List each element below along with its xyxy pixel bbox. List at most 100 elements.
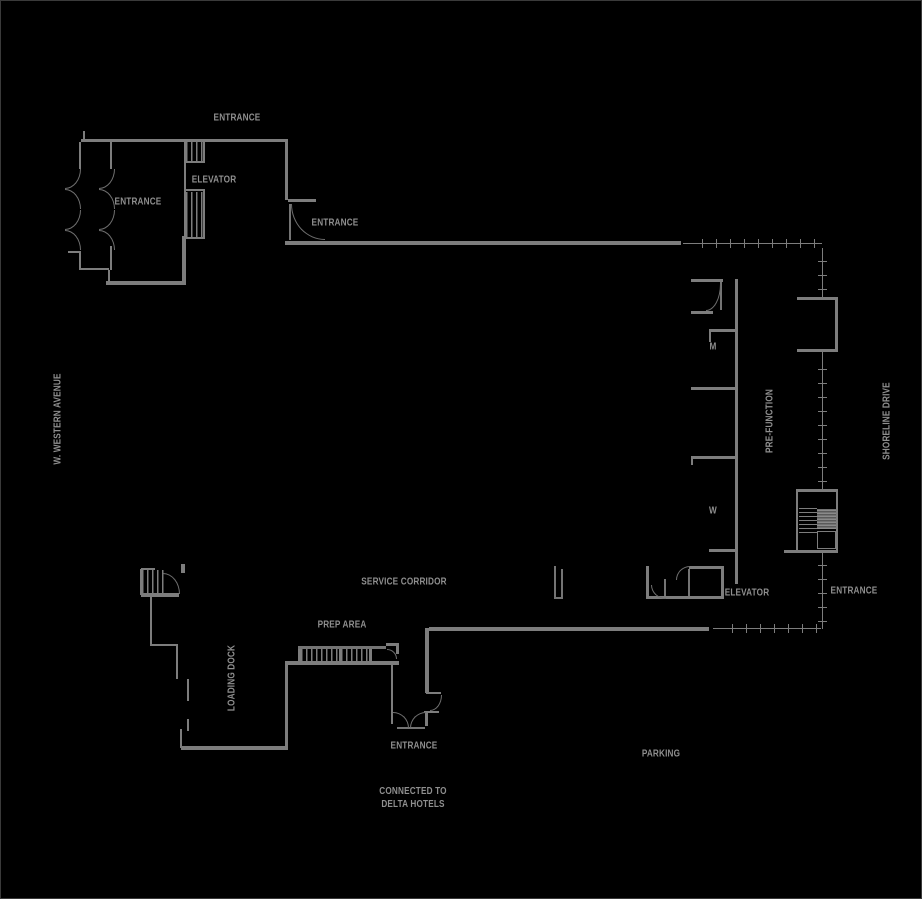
wall — [339, 649, 342, 661]
door-swing — [393, 712, 409, 728]
boundary-tick-line — [818, 352, 827, 489]
wall — [182, 236, 186, 285]
door-swing — [430, 695, 442, 711]
label-loading-dock: LOADING DOCK — [226, 644, 238, 712]
label-western-avenue: W. WESTERN AVENUE — [52, 373, 64, 465]
label-elevator-north: ELEVATOR — [191, 174, 237, 186]
wall — [110, 142, 112, 169]
wall — [83, 131, 85, 141]
wall — [735, 279, 738, 584]
wall — [285, 142, 288, 200]
wall — [836, 489, 838, 553]
label-shoreline-drive: SHORELINE DRIVE — [881, 382, 893, 460]
wall — [689, 566, 724, 569]
wall — [709, 332, 711, 342]
label-entrance-east: ENTRANCE — [830, 585, 878, 597]
wall — [108, 270, 110, 282]
wall — [285, 241, 681, 245]
wall — [688, 569, 690, 596]
wall — [784, 550, 838, 553]
wall — [187, 679, 189, 701]
stairs-hatch — [186, 192, 203, 237]
wall — [187, 719, 189, 731]
wall — [68, 251, 81, 253]
door-swing — [65, 189, 81, 209]
wall — [396, 646, 399, 654]
wall — [181, 746, 288, 750]
wall — [424, 711, 439, 713]
door-swing — [65, 169, 81, 189]
door-swing — [410, 712, 426, 728]
wall — [298, 646, 386, 649]
label-entrance-northeast: ENTRANCE — [311, 217, 359, 229]
wall — [721, 569, 724, 596]
label-connected-line1: CONNECTED TO — [379, 786, 447, 797]
wall — [691, 311, 713, 314]
label-elevator-south: ELEVATOR — [724, 587, 770, 599]
wall — [797, 349, 838, 352]
door-swing — [163, 573, 180, 594]
stairs-hatch — [186, 141, 203, 162]
boundary-tick-line — [713, 624, 821, 633]
label-prep-area: PREP AREA — [317, 619, 367, 631]
label-parking: PARKING — [641, 748, 681, 760]
wall — [106, 281, 184, 285]
label-pre-function: PRE-FUNCTION — [764, 389, 776, 453]
door-swing — [676, 566, 690, 580]
wall — [691, 456, 738, 459]
wall — [203, 191, 205, 239]
wall — [288, 661, 399, 665]
boundary-tick-line — [683, 239, 822, 248]
wall — [429, 627, 709, 631]
wall — [391, 663, 393, 724]
wall — [646, 566, 649, 599]
wall — [180, 729, 182, 748]
stair-landing-box — [817, 531, 836, 549]
wall — [176, 646, 178, 679]
label-service-corridor: SERVICE CORRIDOR — [361, 576, 447, 588]
wall — [796, 489, 838, 492]
wall — [141, 568, 155, 570]
wall — [79, 268, 109, 270]
wall — [79, 253, 81, 269]
wall — [141, 593, 179, 597]
wall — [797, 297, 838, 300]
wall — [397, 727, 425, 729]
wall — [150, 644, 178, 646]
stairs-hatch — [817, 509, 836, 529]
wall — [709, 549, 738, 552]
wall — [298, 649, 301, 661]
door-swing — [99, 189, 115, 209]
label-entrance-north: ENTRANCE — [213, 112, 261, 124]
label-womens-restroom: W — [709, 505, 717, 517]
wall — [691, 387, 738, 390]
wall — [184, 161, 205, 163]
wall — [81, 139, 288, 142]
door-swing — [99, 210, 115, 230]
wall — [561, 569, 563, 599]
wall — [369, 649, 372, 661]
label-entrance-south: ENTRANCE — [390, 740, 438, 752]
wall — [835, 297, 838, 352]
label-entrance-lobby: ENTRANCE — [114, 196, 162, 208]
wall — [646, 596, 724, 599]
wall — [181, 564, 185, 573]
wall — [371, 661, 399, 664]
label-connected-hotels: CONNECTED TO DELTA HOTELS — [379, 785, 446, 811]
wall — [79, 142, 81, 169]
wall — [796, 489, 798, 553]
door-swing — [291, 204, 325, 240]
door-swing — [99, 230, 115, 250]
stairs-hatch — [142, 570, 164, 593]
door-swing — [99, 169, 115, 189]
wall — [425, 713, 428, 726]
wall — [288, 199, 316, 202]
wall — [691, 456, 693, 465]
wall — [691, 279, 723, 282]
wall — [289, 204, 291, 240]
wall — [140, 569, 142, 595]
door-swing — [706, 284, 721, 311]
wall — [720, 282, 722, 310]
wall — [184, 237, 205, 239]
